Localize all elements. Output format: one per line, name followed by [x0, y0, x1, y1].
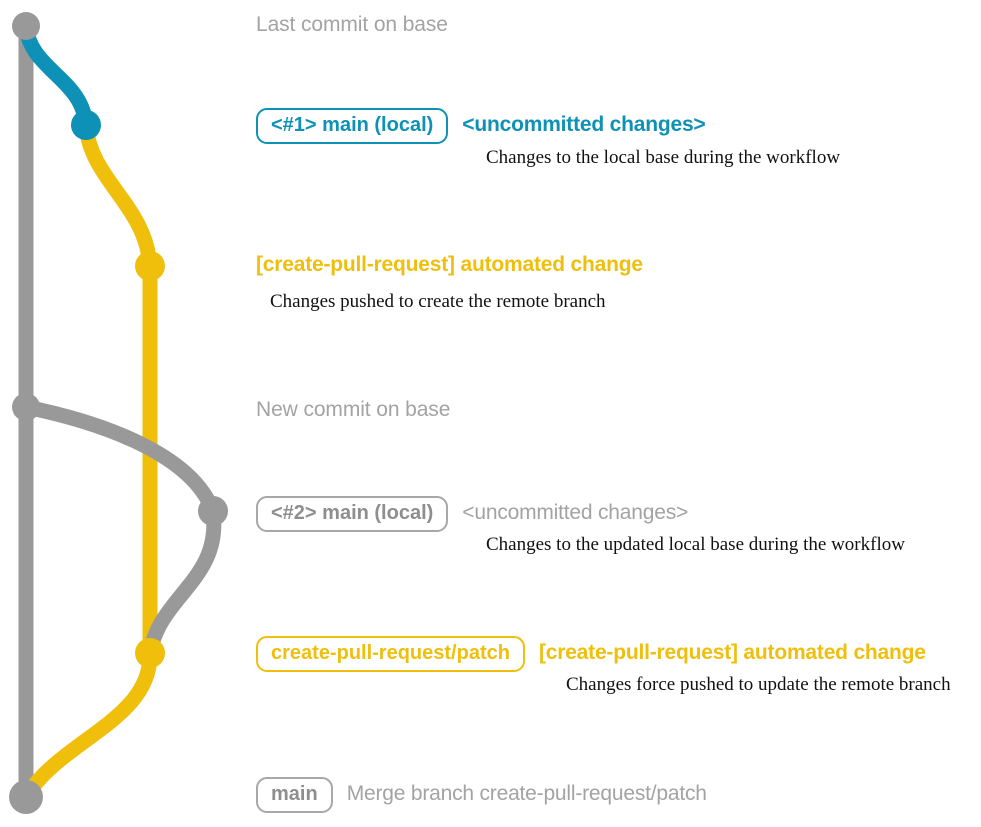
pill-wrap-merge: main — [256, 777, 333, 813]
row-new-commit-on-base: New commit on base — [256, 398, 450, 422]
node-merge[interactable] — [9, 780, 43, 814]
heading-last-commit-on-base: Last commit on base — [256, 13, 448, 36]
node-patch-2[interactable] — [135, 638, 165, 668]
pill-wrap-automated-change-2: create-pull-request/patch — [256, 636, 525, 672]
row-local-1: <#1> main (local) <uncommitted changes> — [256, 108, 706, 144]
row-automated-change-2: create-pull-request/patch [create-pull-r… — [256, 636, 926, 672]
note-automated-change-2: Changes force pushed to update the remot… — [566, 674, 951, 695]
node-patch-1[interactable] — [135, 251, 165, 281]
note-automated-change-1: Changes pushed to create the remote bran… — [270, 291, 606, 312]
note-local-2: Changes to the updated local base during… — [486, 534, 905, 555]
row-merge-commit: main Merge branch create-pull-request/pa… — [256, 777, 707, 813]
heading-new-commit-on-base: New commit on base — [256, 398, 451, 421]
commit-message-merge: Merge branch create-pull-request/patch — [346, 782, 707, 805]
pill-wrap-local-2: <#2> main (local) — [256, 496, 449, 532]
patch2-to-merge-yellow-line — [18, 645, 158, 805]
branch-pill-create-pull-request-patch[interactable]: create-pull-request/patch — [256, 636, 525, 672]
note-local-1: Changes to the local base during the wor… — [486, 147, 841, 168]
base-to-local2-gray-line — [18, 399, 221, 519]
node-local-2[interactable] — [198, 496, 228, 526]
branch-pill-local-2[interactable]: <#2> main (local) — [256, 496, 449, 532]
commit-message-automated-change-1: [create-pull-request] automated change — [256, 253, 643, 276]
patch-branch-yellow-upper — [78, 117, 158, 274]
row-last-commit-on-base: Last commit on base — [256, 13, 448, 37]
node-local-1[interactable] — [71, 110, 101, 140]
commit-message-local-1: <uncommitted changes> — [462, 113, 706, 136]
local2-to-patch2-gray-line — [142, 503, 222, 661]
node-base-new[interactable] — [12, 393, 40, 421]
branch-pill-local-1[interactable]: <#1> main (local) — [256, 108, 449, 144]
node-base-top[interactable] — [12, 12, 40, 40]
row-automated-change-1: [create-pull-request] automated change — [256, 253, 643, 277]
commit-message-local-2: <uncommitted changes> — [462, 501, 689, 524]
local-branch-blue-line — [18, 18, 94, 133]
commit-message-automated-change-2: [create-pull-request] automated change — [538, 641, 926, 664]
row-local-2: <#2> main (local) <uncommitted changes> — [256, 496, 688, 532]
branch-pill-main[interactable]: main — [256, 777, 333, 813]
pill-wrap-local-1: <#1> main (local) — [256, 108, 449, 144]
